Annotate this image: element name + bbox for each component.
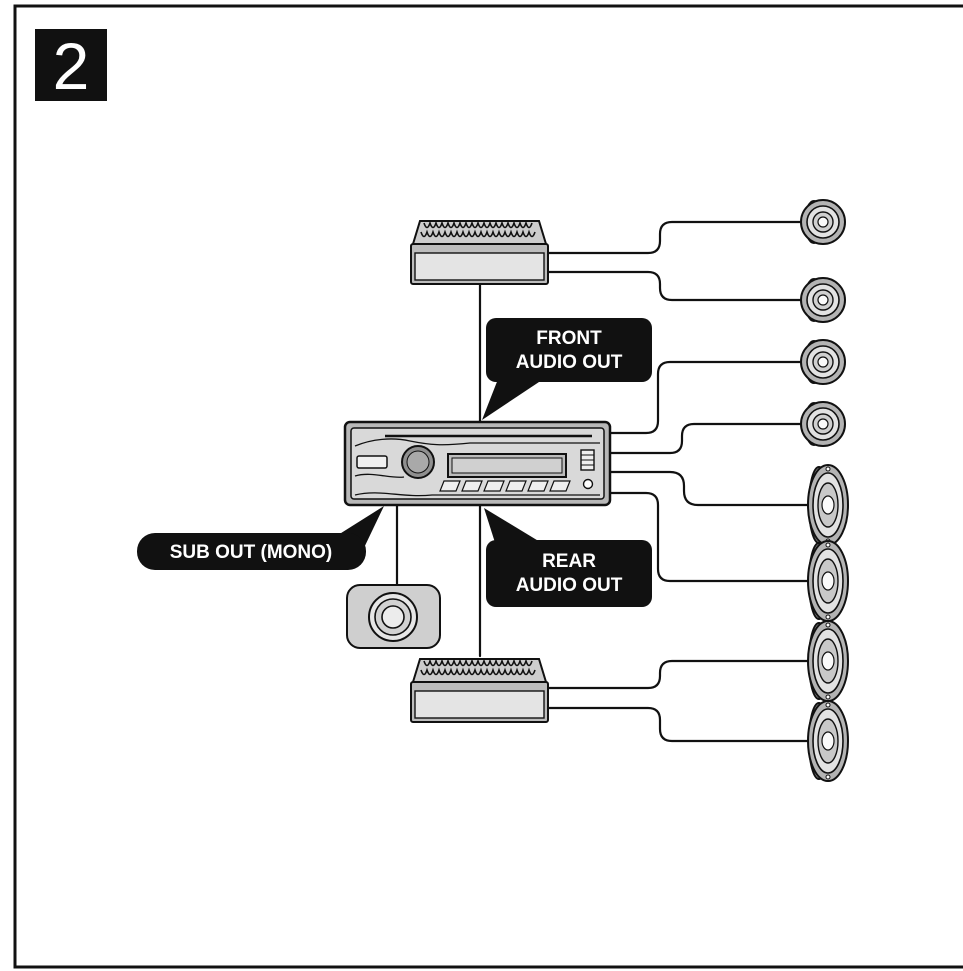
callout-text: SUB OUT (MONO): [170, 542, 333, 563]
face-trim: [354, 492, 600, 497]
callout-line-2: AUDIO OUT: [516, 352, 623, 373]
tweeter-speaker-icon: [800, 339, 846, 385]
amplifier-icon: [410, 220, 549, 285]
figure-number: 2: [53, 29, 90, 103]
aux-jack: [582, 478, 594, 490]
wire-head-unit-to-speaker-4: [608, 422, 807, 455]
car-stereo-head-unit-icon: [343, 420, 612, 507]
tweeter-speaker-icon: [800, 199, 846, 245]
callout-pointer: [482, 374, 548, 420]
oval-speaker-icon: [807, 540, 849, 622]
side-button-dividers: [581, 454, 594, 466]
sub-out-callout: SUB OUT (MONO): [137, 506, 384, 570]
callout-box: [486, 540, 652, 607]
wire-head-unit-to-speaker-5: [608, 470, 811, 507]
callout-box: [486, 318, 652, 382]
face-trim: [354, 438, 600, 447]
tweeter-speaker-icon: [800, 401, 846, 447]
oval-speaker-icon: [807, 620, 849, 702]
badge-background: [35, 29, 107, 101]
rear-audio-out-callout: REAR AUDIO OUT: [484, 508, 652, 607]
face-trim: [354, 473, 405, 478]
amplifier-icon: [410, 658, 549, 723]
oval-speaker-icon: [807, 700, 849, 782]
preset-buttons: [439, 480, 571, 492]
front-audio-out-callout: FRONT AUDIO OUT: [482, 318, 652, 420]
oval-speaker-icon: [807, 464, 849, 546]
subwoofer-icon: [346, 584, 441, 649]
wiring: [395, 220, 811, 743]
head-unit-display-glass: [451, 457, 563, 474]
callout-line-2: AUDIO OUT: [516, 575, 623, 596]
subwoofer-dust-cap: [381, 605, 405, 629]
figure-frame: [13, 4, 963, 969]
wire-front-amp-to-speaker-1: [546, 220, 807, 255]
volume-knob-cap: [406, 450, 430, 474]
tweeter-speaker-icon: [800, 277, 846, 323]
figure-number-badge: 2: [35, 29, 107, 103]
callout-line-1: FRONT: [536, 328, 602, 349]
wire-front-amp-to-speaker-2: [546, 270, 807, 302]
release-button: [356, 455, 388, 469]
wire-head-unit-to-speaker-3: [608, 360, 807, 435]
wire-rear-amp-to-speaker-7: [546, 659, 811, 690]
wire-rear-amp-to-speaker-8: [546, 706, 811, 743]
callout-box: [137, 533, 366, 570]
callout-line-1: REAR: [542, 551, 596, 572]
wire-head-unit-to-speaker-6: [608, 491, 811, 583]
